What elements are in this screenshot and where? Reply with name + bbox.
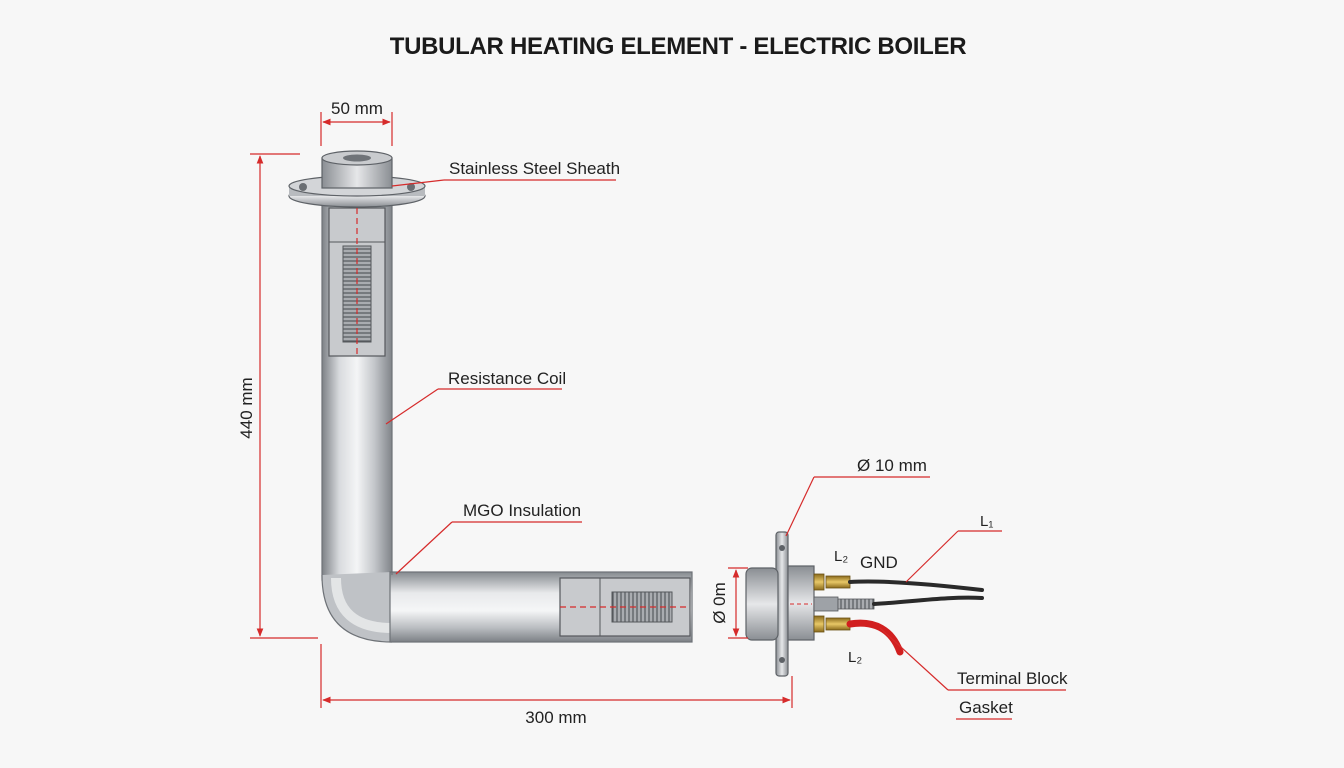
flange-width-label: 50 mm: [331, 99, 383, 118]
callout-terminal-block: Terminal Block: [879, 627, 1068, 691]
terminal-gnd: [813, 596, 875, 612]
callout-gasket: Gasket: [956, 698, 1013, 720]
length-label: 300 mm: [525, 708, 586, 727]
coil-label: Resistance Coil: [448, 369, 566, 388]
terminal-head: [745, 531, 815, 677]
insulation-label: MGO Insulation: [463, 501, 581, 520]
callout-diameter-10: Ø 10 mm: [785, 456, 930, 537]
diameter-10-label: Ø 10 mm: [857, 456, 927, 475]
l2-top-label: L₂: [834, 548, 848, 565]
bore-diameter-label: Ø 0m: [710, 582, 729, 624]
wire-l1-black: [848, 579, 984, 592]
dim-height: 440 mm: [237, 153, 318, 639]
callout-sheath: Stainless Steel Sheath: [391, 159, 620, 187]
l2-bottom-label: L₂: [848, 649, 862, 666]
terminal-l2-top: [813, 573, 851, 591]
dim-flange-width: 50 mm: [320, 99, 393, 146]
wire-l2-red: [846, 619, 904, 656]
dim-bore-diameter: Ø 0m: [710, 567, 748, 639]
vertical-cutaway: [328, 207, 386, 357]
terminal-block-label: Terminal Block: [957, 669, 1068, 688]
horizontal-cutaway: [559, 577, 691, 637]
gnd-label: GND: [860, 553, 898, 572]
wire-gnd-black: [872, 595, 984, 606]
dim-length: 300 mm: [320, 644, 793, 727]
diagram-title: TUBULAR HEATING ELEMENT - ELECTRIC BOILE…: [390, 33, 967, 60]
callout-insulation: MGO Insulation: [395, 501, 582, 575]
sheath-label: Stainless Steel Sheath: [449, 159, 620, 178]
gasket-label: Gasket: [959, 698, 1013, 717]
top-flange: [288, 150, 426, 208]
callout-coil: Resistance Coil: [385, 369, 566, 425]
callout-l1: L₁: [905, 513, 1002, 583]
height-label: 440 mm: [237, 377, 256, 438]
l1-label: L₁: [980, 513, 993, 530]
terminal-l2-bottom: [813, 615, 851, 633]
